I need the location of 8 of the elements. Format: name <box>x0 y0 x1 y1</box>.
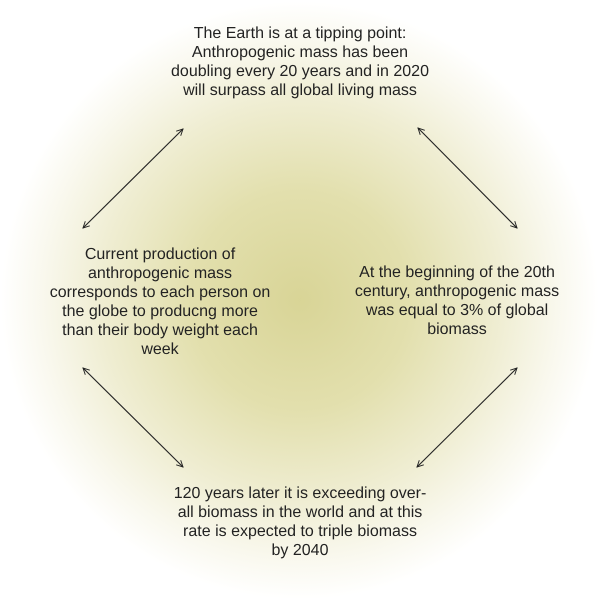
double-headed-arrow <box>418 128 518 228</box>
statement-text: At the beginning of the 20th century, anthropogenic mass was equal to 3% of global biomass <box>351 263 563 339</box>
statement-text: Current production of anthropogenic mass corresponds to each person on the globe to producng more than their body weight each week <box>47 245 273 359</box>
double-headed-arrow <box>416 368 518 468</box>
double-headed-arrow <box>82 368 184 468</box>
statement-text: The Earth is at a tipping point: Anthropogenic mass has been doubling every 20 years and in 2020 will surpass all global living mass <box>165 24 435 100</box>
double-headed-arrow <box>82 128 184 228</box>
statement-text: 120 years later it is exceeding over-all biomass in the world and at this rate is expected to triple biomass by 2040 <box>173 484 427 560</box>
